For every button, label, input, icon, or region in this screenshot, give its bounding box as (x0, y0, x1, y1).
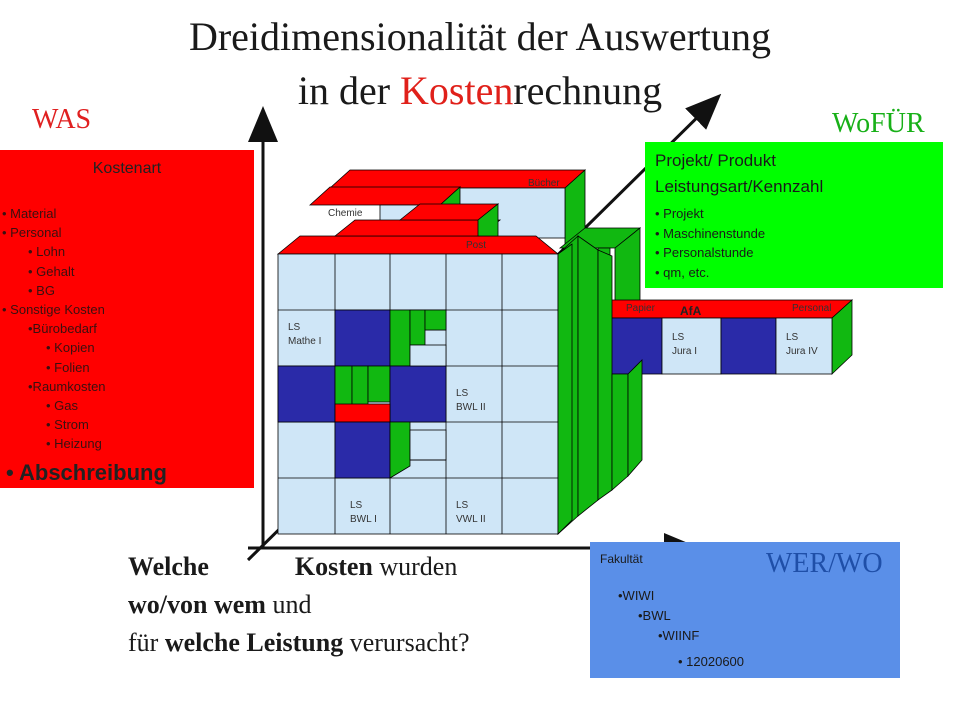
kostenart-item: • Material (2, 206, 57, 221)
kostenart-item: •Bürobedarf (28, 321, 97, 337)
cell-jura4-l1: LS (786, 332, 799, 343)
question-welche: Welche (128, 552, 209, 581)
right-block (558, 227, 854, 375)
cell-bwl1-l1: LS (350, 500, 363, 511)
question-line-1: Welche Kosten wurden (128, 548, 470, 586)
projekt-header-line-2: Leistungsart/Kennzahl (655, 177, 824, 196)
label-afa: AfA (680, 304, 702, 318)
title-line-2-post: rechnung (513, 68, 663, 113)
fakultaet-box: Fakultät •WIWI •BWL •WIINF • 12020600 (590, 542, 900, 678)
kostenart-item: • Personal (2, 225, 62, 241)
top-labels: Bücher Chemie Post Papier AfA Personal (328, 178, 831, 318)
kostenart-item: • Heizung (46, 436, 102, 452)
label-buecher: Bücher (528, 178, 560, 189)
question-welche-leistung: welche Leistung (164, 628, 344, 657)
kostenart-item: • Gehalt (28, 263, 75, 279)
projekt-item: • Personalstunde (655, 245, 754, 260)
cell-jura1-l2: Jura I (672, 346, 697, 357)
question-wo-von-wem: wo/von wem (128, 590, 266, 619)
fakultaet-item: •WIINF (658, 628, 700, 643)
projekt-header: Projekt/ Produkt Leistungsart/Kennzahl (655, 148, 823, 200)
kostenart-item: •Raumkosten (28, 378, 106, 394)
kostenart-item: • Sonstige Kosten (2, 302, 105, 318)
axis-label-wofuer: WoFÜR (832, 108, 925, 139)
cell-labels: LS Mathe I LS BWL II LS BWL I LS VWL II … (288, 322, 818, 525)
cell-vwl2-l2: VWL II (456, 514, 486, 525)
kostenart-item: • Gas (46, 398, 79, 414)
cell-mathe1-l1: LS (288, 322, 301, 333)
projekt-list: • Projekt • Maschinenstunde • Personalst… (655, 204, 765, 282)
kostenart-item: • Kopien (46, 340, 95, 356)
question-kosten: Kosten (294, 552, 373, 581)
cell-bwl2-l2: BWL II (456, 402, 486, 413)
kostenart-list: • Material • Personal • Lohn • Gehalt • … (0, 204, 167, 490)
kostenart-header: Kostenart (92, 160, 162, 177)
projekt-item: • Maschinenstunde (655, 225, 766, 241)
projekt-box: Projekt/ Produkt Leistungsart/Kennzahl •… (645, 142, 943, 288)
cell-vwl2-l1: LS (456, 500, 469, 511)
cell-jura1-l1: LS (672, 332, 685, 343)
question-text: Welche Kosten wurden wo/von wem und für w… (128, 548, 470, 662)
cell-mathe1-l2: Mathe I (288, 336, 321, 347)
axis-label-werwo: WER/WO (766, 548, 883, 579)
title-line-2: in der Kostenrechnung (0, 64, 960, 118)
question-verursacht: verursacht? (343, 628, 470, 657)
question-line-2: wo/von wem und (128, 586, 470, 624)
fakultaet-header: Fakultät (600, 552, 643, 566)
question-fuer: für (128, 628, 165, 657)
kostenart-item: • Folien (46, 359, 90, 375)
kostenart-item: • Lohn (28, 244, 66, 260)
cell-jura4-l2: Jura IV (786, 346, 818, 357)
page-title: Dreidimensionalität der Auswertung in de… (0, 10, 960, 118)
title-highlight: Kosten (400, 68, 514, 113)
axis-label-was: WAS (32, 104, 92, 135)
kostenart-item: • Strom (46, 417, 89, 433)
fakultaet-item: • 12020600 (678, 654, 745, 669)
cell-bwl2-l1: LS (456, 388, 469, 399)
title-line-2-pre: in der (297, 68, 401, 113)
question-line-3: für welche Leistung verursacht? (128, 624, 470, 662)
front-face (277, 243, 573, 535)
projekt-item: • Projekt (655, 206, 704, 221)
fakultaet-item: •BWL (638, 608, 671, 623)
title-line-1: Dreidimensionalität der Auswertung (188, 14, 772, 59)
label-papier: Papier (626, 303, 656, 314)
question-wurden: wurden (372, 552, 458, 581)
front-top (276, 203, 560, 255)
label-post: Post (466, 240, 486, 251)
kostenart-highlight: • Abschreibung (6, 459, 167, 485)
projekt-header-line-1: Projekt/ Produkt (655, 151, 776, 170)
kostenart-item: • BG (28, 282, 55, 298)
label-chemie: Chemie (328, 208, 363, 219)
kostenart-box: Kostenart • Material • Personal • Lohn •… (0, 150, 254, 488)
label-personal: Personal (792, 303, 831, 314)
fakultaet-item: •WIWI (618, 588, 655, 603)
cell-bwl1-l2: BWL I (350, 514, 377, 525)
projekt-item: • qm, etc. (655, 264, 710, 280)
question-und: und (265, 590, 312, 619)
